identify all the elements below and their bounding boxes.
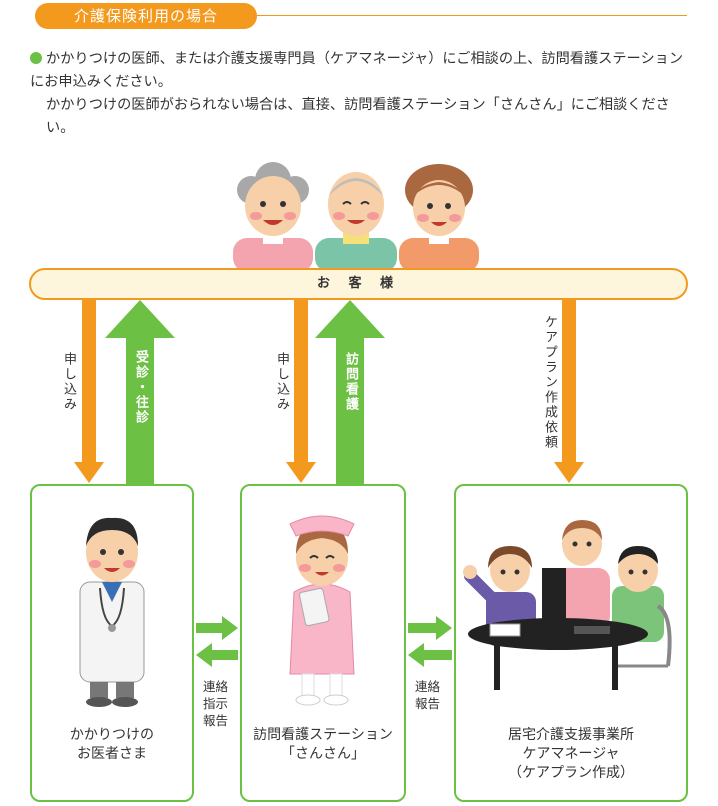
section-title: 介護保険利用の場合	[35, 3, 257, 29]
nurse-icon	[289, 515, 355, 706]
doctor-station-label: 連絡 指示 報告	[203, 679, 229, 728]
customer-label: お 客 様	[316, 276, 401, 291]
apply-station-label: 申し込み	[274, 352, 289, 412]
bullet-icon	[30, 52, 42, 64]
title-divider	[257, 15, 687, 16]
intro-line-1: かかりつけの医師、または介護支援専門員（ケアマネージャ）にご相談の上、訪問看護ス…	[30, 51, 684, 90]
flow-arrows	[74, 298, 584, 486]
customer-bar	[29, 268, 688, 300]
station-label: 訪問看護ステーション 「さんさん」	[240, 726, 406, 764]
apply-doctor-label: 申し込み	[61, 352, 76, 412]
visit-nursing-arrow	[315, 300, 385, 486]
intro-line-2: かかりつけの医師がおられない場合は、直接、訪問看護ステーション「さんさん」にご相…	[46, 97, 670, 136]
customers-illustration	[233, 162, 479, 272]
visit-nursing-label: 訪問看護	[343, 352, 358, 412]
station-care-label: 連絡 報告	[415, 679, 441, 711]
care-manager-icon	[463, 520, 672, 690]
visit-doctor-arrow	[105, 300, 175, 486]
apply-doctor-arrow	[74, 298, 104, 483]
care-plan-label: ケアプラン作成依頼	[542, 315, 557, 450]
care-label-line3: （ケアプラン作成）	[508, 765, 634, 781]
care-label-line1: 居宅介護支援事業所	[508, 727, 634, 743]
apply-station-arrow	[286, 298, 316, 483]
doctor-label-line1: かかりつけの	[69, 727, 155, 743]
elderly-man-icon	[315, 172, 397, 272]
station-label-line2: 「さんさん」	[281, 746, 365, 762]
care-label-line2: ケアマネージャ	[522, 746, 620, 762]
station-care-arrows	[408, 616, 452, 667]
visit-doctor-label: 受診・往診	[133, 350, 148, 425]
doctor-label-line2: お医者さま	[77, 746, 147, 762]
care-plan-arrow	[554, 298, 584, 483]
doctor-label: かかりつけの お医者さま	[30, 726, 194, 764]
woman-icon	[399, 164, 479, 272]
doctor-station-arrows	[196, 616, 238, 667]
intro-text: かかりつけの医師、または介護支援専門員（ケアマネージャ）にご相談の上、訪問看護ス…	[30, 48, 695, 140]
elderly-woman-icon	[233, 162, 313, 272]
doctor-icon	[79, 517, 145, 707]
care-label: 居宅介護支援事業所 ケアマネージャ （ケアプラン作成）	[454, 726, 688, 783]
station-label-line1: 訪問看護ステーション	[253, 727, 393, 743]
